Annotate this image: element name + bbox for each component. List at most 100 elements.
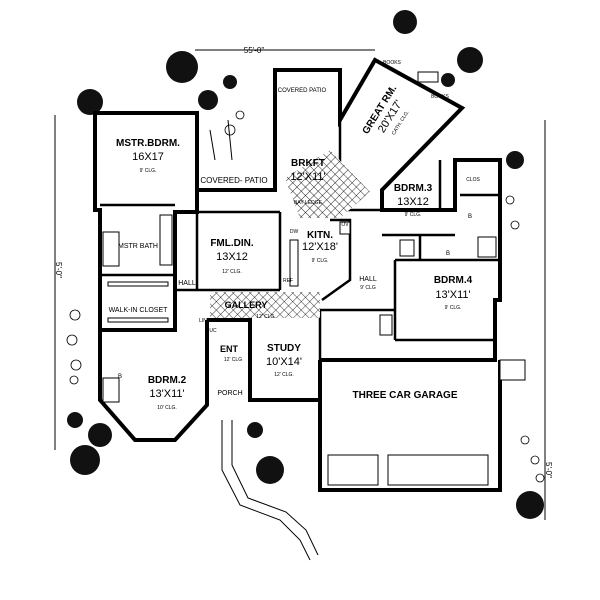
- room-ceiling: 12' CLG.: [222, 269, 242, 275]
- shrub: [530, 455, 540, 465]
- room-ceiling: 9' CLG.: [140, 168, 157, 174]
- shrub: [505, 195, 515, 205]
- garage-door: [327, 454, 379, 486]
- hall-ceiling: 9' CLG: [360, 285, 376, 291]
- stove: [339, 221, 351, 235]
- bathtub: [399, 239, 415, 257]
- room-bdrm4: BDRM.4 13'X11' 9' CLG.: [434, 275, 473, 311]
- tree: [77, 89, 103, 115]
- room-kitn: KITN. 12'X18' 9' CLG.: [302, 230, 338, 264]
- covered-patio-label: COVERED- PATIO: [200, 176, 267, 185]
- shrub: [235, 110, 245, 120]
- room-size: 10'X14': [266, 356, 302, 368]
- vanity: [159, 214, 173, 266]
- bath-b-label: B: [118, 374, 122, 380]
- interior-walls: [100, 120, 500, 400]
- stair: [379, 314, 393, 336]
- room-brkft: BRKFT 12'X11' BAY LEDGE: [290, 158, 325, 206]
- shrub: [66, 334, 78, 346]
- depth-dimension: 5'-0": [54, 262, 63, 278]
- walkin-closet-label: WALK-IN CLOSET: [109, 307, 169, 314]
- tree: [166, 51, 198, 83]
- room-name: STUDY: [267, 343, 301, 354]
- room-ceiling: 12' CLG.: [274, 372, 294, 378]
- closet-rod: [107, 281, 169, 287]
- exterior-walls: [93, 57, 502, 492]
- entry-label: ENT: [220, 344, 239, 354]
- shrub: [520, 435, 530, 445]
- room-name: KITN.: [307, 230, 333, 241]
- kitchen-counter: [289, 239, 299, 287]
- mstr-bath-label: MSTR BATH: [118, 243, 158, 250]
- room-study: STUDY 10'X14' 12' CLG.: [266, 343, 302, 378]
- room-size: 13X12: [216, 251, 248, 263]
- covered-patio-label: COVERED PATIO: [278, 88, 327, 94]
- room-size: 16X17: [132, 151, 164, 163]
- room-ceiling: BAY LEDGE: [294, 200, 323, 206]
- shrub: [510, 220, 520, 230]
- tree: [67, 412, 83, 428]
- fireplace: [417, 71, 439, 83]
- depth-dimension-right: 5'-0": [544, 462, 553, 478]
- books-label: BOOKS: [431, 94, 449, 100]
- room-ceiling: 10' CLG.: [157, 405, 177, 411]
- oven-label: OV: [341, 222, 349, 228]
- walkway: [209, 119, 319, 561]
- room-mstr-bdrm: MSTR.BDRM. 16X17 9' CLG.: [116, 138, 180, 174]
- room-size: 13'X11': [435, 289, 470, 301]
- dishwasher-label: DW: [290, 229, 299, 235]
- room-great-rm: GREAT RM. 20'X17' CATH. CLG.: [361, 83, 411, 136]
- garage-label: THREE CAR GARAGE: [352, 390, 457, 401]
- fixtures: [102, 71, 526, 486]
- room-ceiling: 9' CLG.: [312, 258, 329, 264]
- room-name: BDRM.4: [434, 275, 473, 286]
- room-ceiling: 9' CLG.: [405, 212, 422, 218]
- shrub: [224, 124, 236, 136]
- room-name: BDRM.2: [148, 375, 187, 386]
- landscaping: [66, 10, 545, 519]
- refrigerator-label: REF: [283, 278, 293, 284]
- room-name: BDRM.3: [394, 183, 433, 194]
- shrub: [535, 473, 545, 483]
- bathtub: [477, 236, 497, 258]
- bathtub: [102, 231, 120, 267]
- tree: [457, 47, 483, 73]
- tree: [198, 90, 218, 110]
- garage-door: [387, 454, 489, 486]
- misc-labels: COVERED PATIO COVERED- PATIO MSTR BATH W…: [109, 60, 481, 401]
- bath-b-label: B: [446, 251, 450, 257]
- dimension-lines: 55'-0" 5'-0" 5'-0": [54, 46, 553, 520]
- tree: [516, 491, 544, 519]
- hall-label: HALL: [359, 276, 377, 283]
- entry-ceiling: 12' CLG: [224, 357, 242, 363]
- room-size: 13'X11': [149, 388, 184, 400]
- room-ceiling: 9' CLG.: [445, 305, 462, 311]
- shrub: [69, 309, 81, 321]
- tree: [256, 456, 284, 484]
- hall-label: HALL: [178, 280, 196, 287]
- gallery-floor: [210, 292, 320, 318]
- room-name: FML.DIN.: [210, 238, 254, 249]
- closet-rod: [107, 317, 169, 323]
- room-size: 12'X11': [290, 171, 325, 183]
- gallery-ceiling: 12' CLG.: [256, 314, 276, 320]
- bath-b-label: B: [468, 214, 472, 220]
- tree: [70, 445, 100, 475]
- room-name: MSTR.BDRM.: [116, 138, 180, 149]
- room-name: BRKFT: [291, 158, 325, 169]
- tree: [247, 422, 263, 438]
- garage-step: [499, 359, 526, 381]
- tree: [88, 423, 112, 447]
- width-dimension: 55'-0": [244, 46, 265, 55]
- room-bdrm2: BDRM.2 13'X11' 10' CLG.: [148, 375, 187, 411]
- closet-label: CLOS: [466, 177, 480, 183]
- room-fml-din: FML.DIN. 13X12 12' CLG.: [210, 238, 254, 275]
- shrub: [70, 359, 82, 371]
- room-size: 12'X18': [302, 241, 338, 253]
- tree: [223, 75, 237, 89]
- room-bdrm3: BDRM.3 13X12 9' CLG.: [394, 183, 433, 218]
- tree: [441, 73, 455, 87]
- tree: [393, 10, 417, 34]
- uc-label: UC: [209, 328, 217, 334]
